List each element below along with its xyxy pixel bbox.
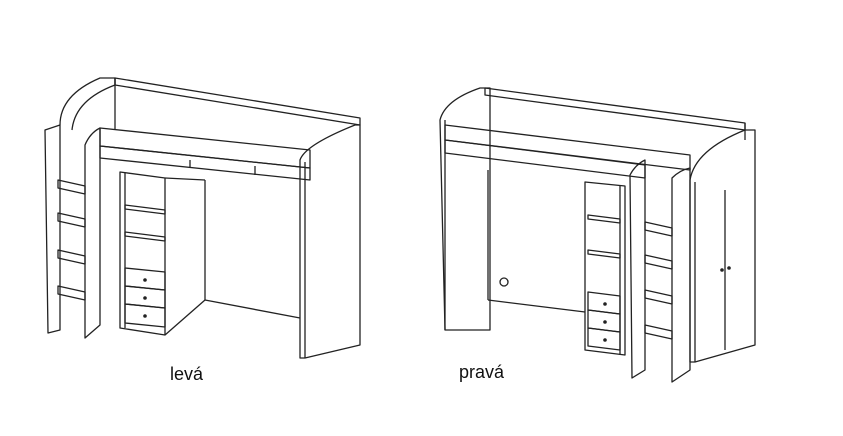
variant-label-left: levá (170, 364, 204, 384)
loft-bed-right-drawing (439, 87, 756, 383)
loft-bed-left-drawing (44, 77, 361, 359)
variant-label-right: pravá (459, 362, 505, 382)
